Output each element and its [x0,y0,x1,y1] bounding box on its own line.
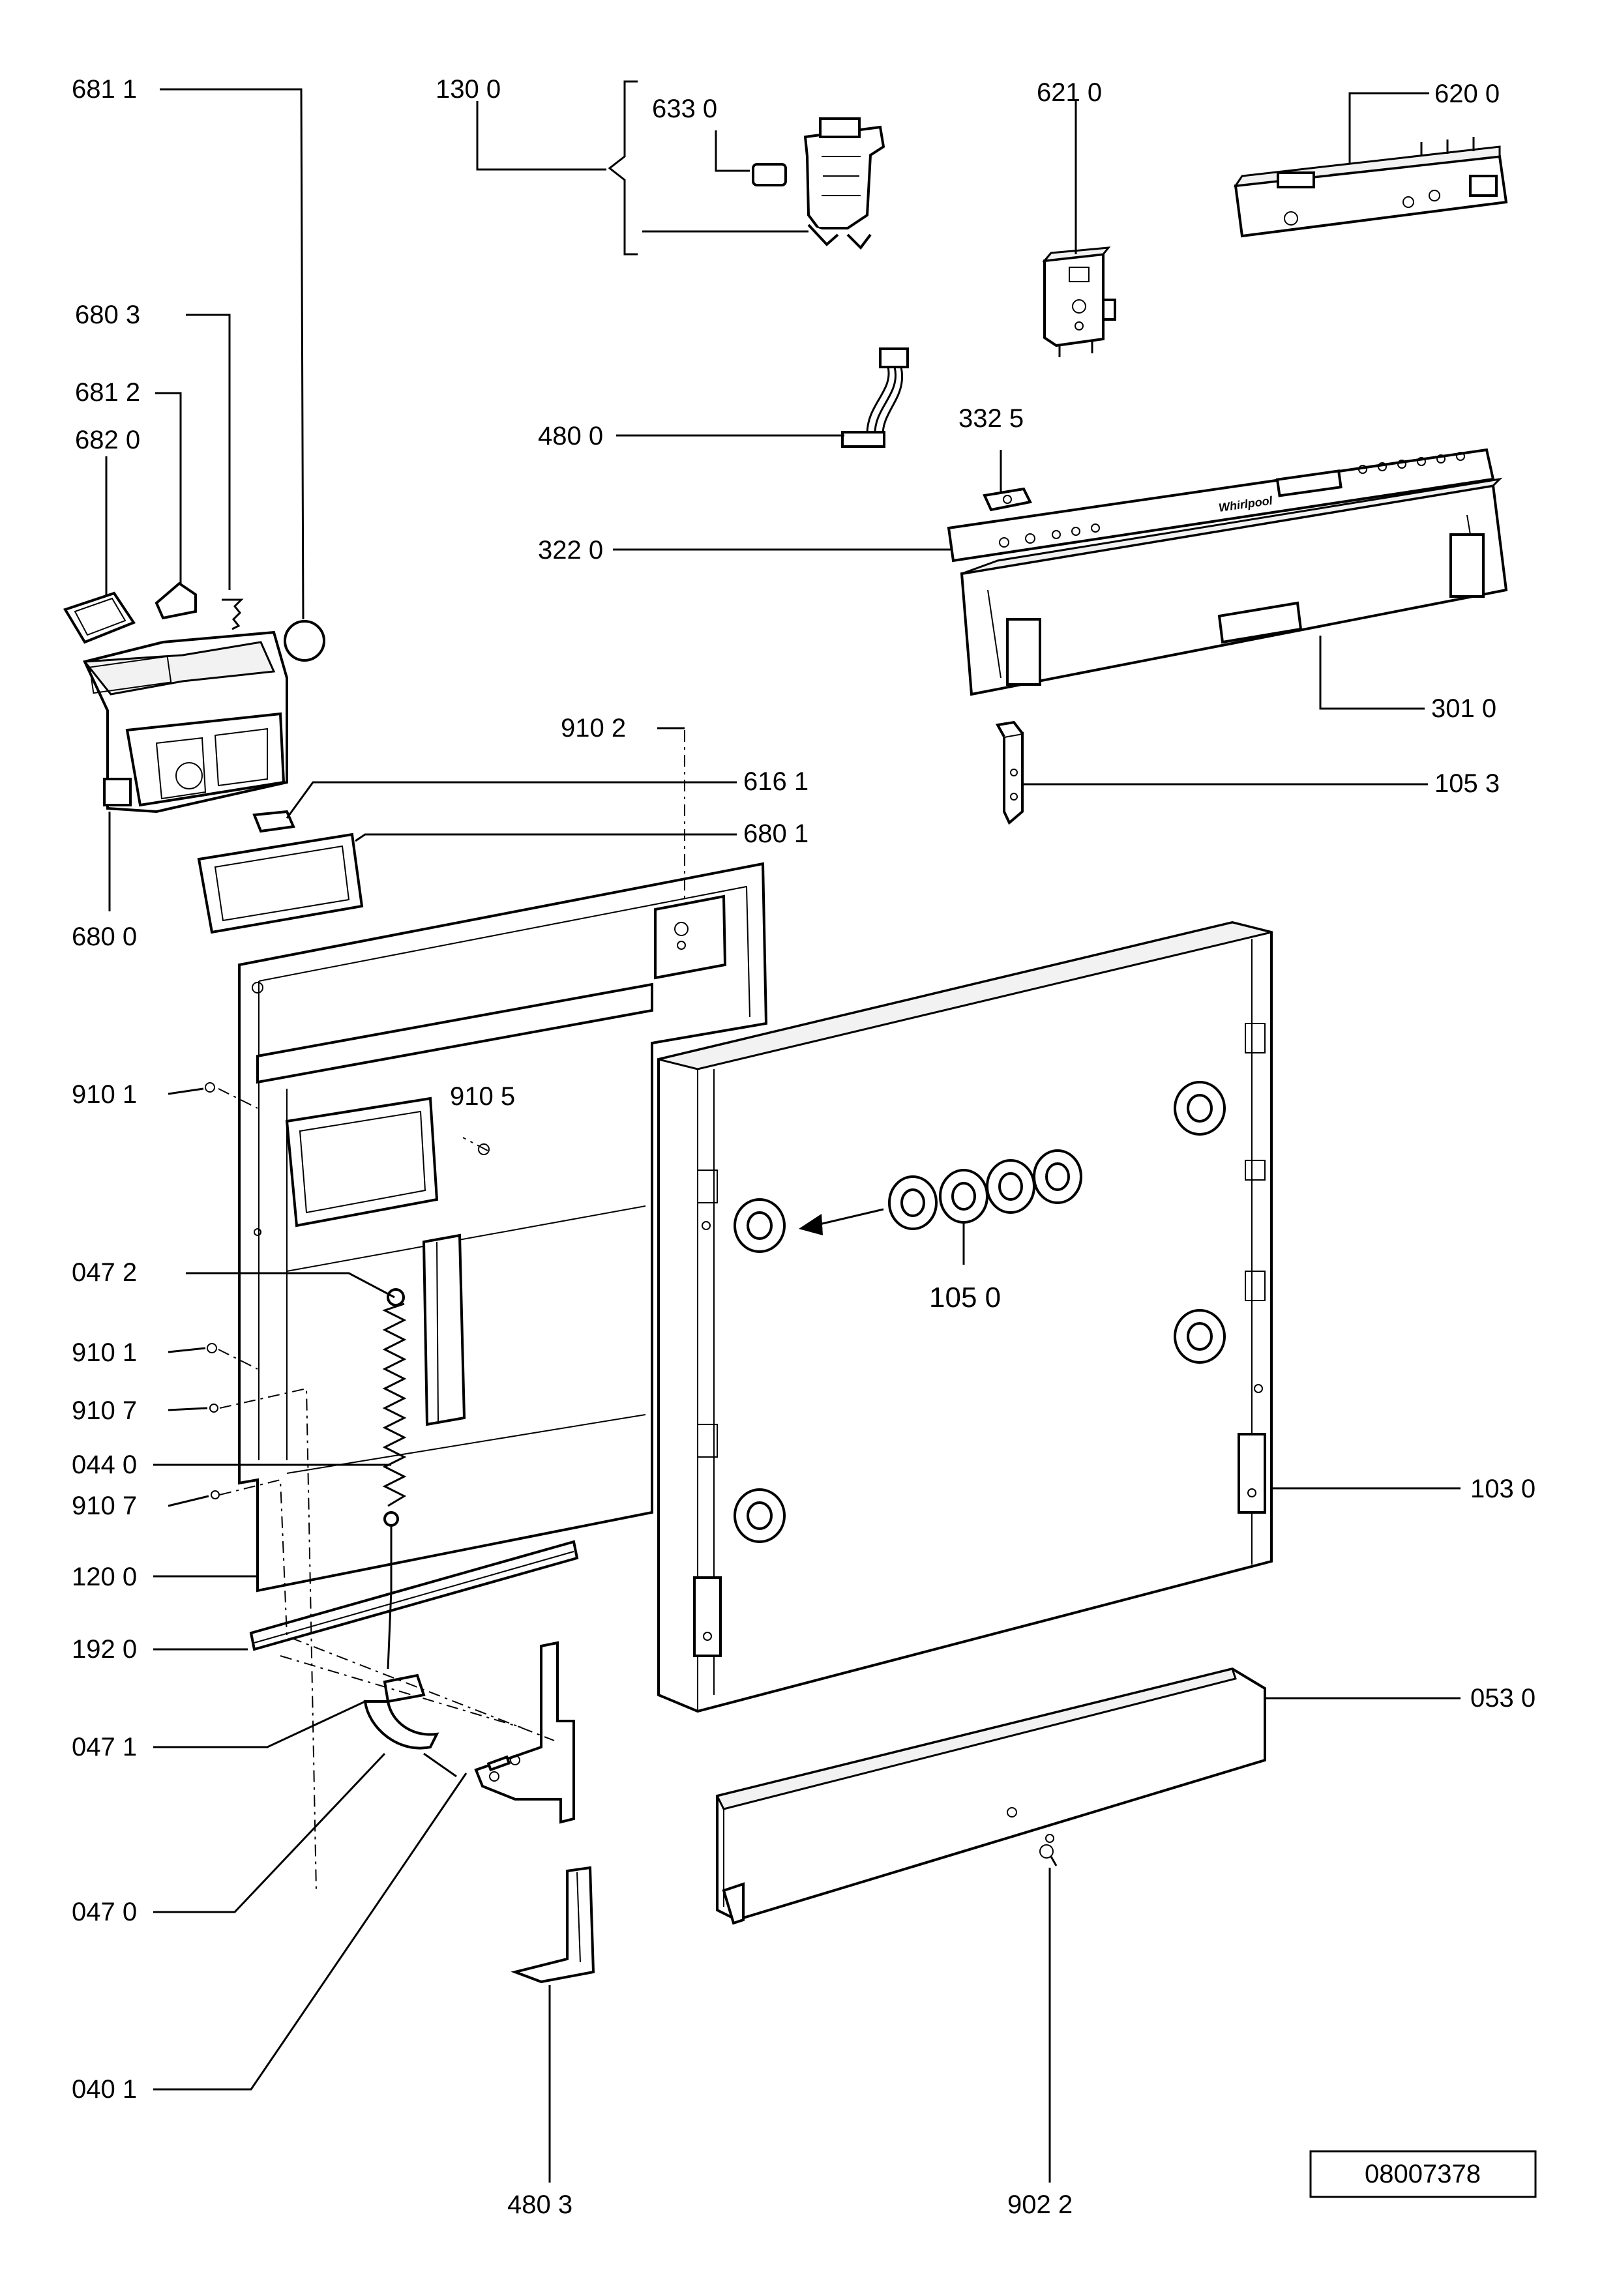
part-kick-plate-053 [715,1667,1266,1925]
label-680-0: 680 0 [72,922,137,951]
label-681-1: 681 1 [72,75,137,104]
label-040-1: 040 1 [72,2075,137,2104]
label-120-0: 120 0 [72,1563,137,1591]
label-681-2: 681 2 [75,378,140,407]
label-910-5: 910 5 [450,1082,515,1111]
label-105-3: 105 3 [1434,769,1500,798]
part-programmer-621 [1042,246,1116,357]
part-panel-housing-301 [960,477,1508,696]
label-192-0: 192 0 [72,1635,137,1664]
label-044-0: 044 0 [72,1450,137,1479]
label-910-7-lower: 910 7 [72,1492,137,1520]
leader-lines [105,80,1461,2183]
part-rail-192 [249,1540,579,1651]
part-wiring-harness-480 [841,347,909,448]
label-902-2: 902 2 [1007,2190,1073,2219]
label-105-0: 105 0 [929,1282,1001,1314]
label-053-0: 053 0 [1470,1684,1535,1713]
document-number-box: 08007378 [1309,2150,1537,2198]
label-910-1-upper: 910 1 [72,1080,137,1109]
label-130-0: 130 0 [436,75,501,104]
part-gasket-680-1 [197,832,364,934]
label-910-1-lower: 910 1 [72,1338,137,1367]
label-332-5: 332 5 [958,404,1024,433]
part-hinge-bracket-040 [474,1641,575,1824]
part-outer-door-103 [657,920,1273,1713]
label-480-0: 480 0 [538,422,603,450]
part-dispenser-680 [63,581,325,833]
part-pulley-047 [363,1673,457,1778]
label-322-0: 322 0 [538,536,603,565]
label-682-0: 682 0 [75,426,140,454]
screws [205,1082,490,1499]
part-electronic-module-620 [1233,137,1508,238]
part-control-panel-322 [947,448,1495,563]
label-621-0: 621 0 [1037,78,1102,107]
label-047-0: 047 0 [72,1898,137,1926]
label-910-7-upper: 910 7 [72,1396,137,1425]
label-047-1: 047 1 [72,1733,137,1761]
label-910-2: 910 2 [561,714,626,743]
part-inner-door-panel [238,862,768,1593]
label-301-0: 301 0 [1431,694,1496,723]
label-480-3: 480 3 [507,2190,572,2219]
document-number: 08007378 [1365,2160,1481,2188]
label-680-1: 680 1 [743,819,808,848]
assembly-guide-lines [218,730,685,1891]
part-microswitch-633 [735,163,787,186]
label-616-1: 616 1 [743,767,808,796]
part-door-lock-130 [803,117,885,250]
part-spring-044 [382,1288,407,1670]
label-047-2: 047 2 [72,1258,137,1287]
part-switch-332 [983,487,1032,512]
label-620-0: 620 0 [1434,80,1500,108]
part-labels: 681 1 130 0 633 0 621 0 620 0 680 3 681 … [72,75,1535,2219]
label-680-3: 680 3 [75,301,140,329]
label-103-0: 103 0 [1470,1475,1535,1503]
label-633-0: 633 0 [652,95,717,123]
part-l-bracket-480-3 [511,1866,595,1984]
part-bracket-105-3 [995,720,1024,825]
